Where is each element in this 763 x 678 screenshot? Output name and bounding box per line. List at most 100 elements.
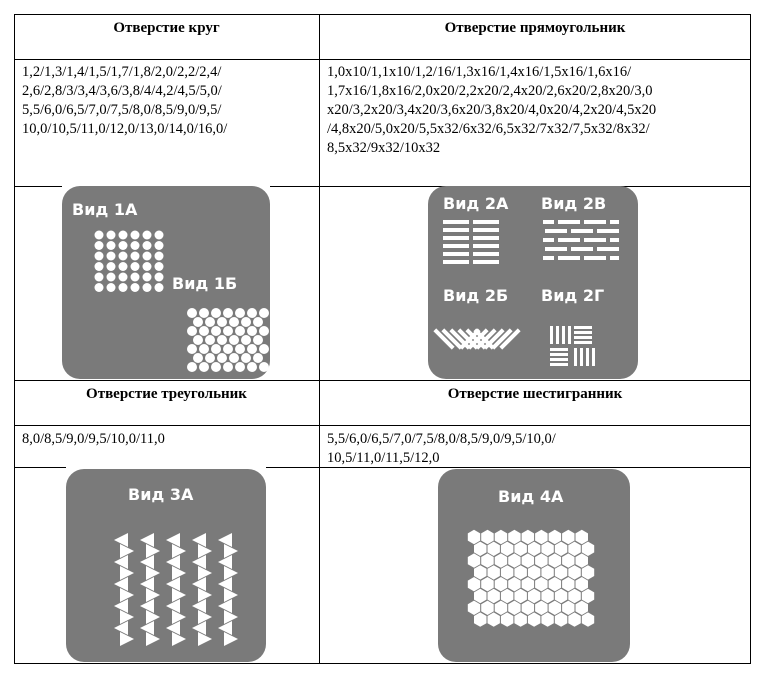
triangle-pattern-image: Вид 3А [66,469,266,662]
table-border-top [14,14,751,15]
circle-hole [211,326,221,336]
triangle-hole [114,533,128,547]
hexagon-hole [521,600,535,615]
triangle-hole [114,599,128,613]
slot-hole [550,348,568,351]
slot-hole [597,247,619,251]
slot-hole [473,236,499,240]
hexagon-hole [562,553,575,568]
circle-hole [187,308,197,318]
slot-hole [543,256,554,260]
perforation-table: Отверстие круг Отверстие прямоугольник 1… [14,14,751,664]
triangle-hole [218,555,232,569]
hexagon-hole [474,612,487,627]
triangle-hole [166,555,180,569]
triangle-hole [218,577,232,591]
hexagon-hole [467,577,481,592]
triangle-hole [198,566,212,580]
hexagon-hole [487,541,500,556]
slot-hole [473,260,499,264]
circle-hole [235,362,245,372]
circle-hole [199,344,209,354]
header-rectangle-hole: Отверстие прямоугольник [444,20,626,36]
slot-hole [556,326,559,344]
triangle-hole [166,533,180,547]
circle-hole [187,362,197,372]
view-2a-label: Вид 2А [443,194,509,213]
hexagon-hole [548,600,562,615]
circle-hole [211,308,221,318]
slot-hole [580,348,583,366]
triangle-hole [120,566,134,580]
circle-hole [223,326,233,336]
slot-hole [562,326,565,344]
hexagon-hole [481,577,494,592]
triangle-hole [140,555,154,569]
hexagon-hole [568,565,581,580]
triangle-hole [120,588,134,602]
slot-hole [543,238,554,242]
circle-hole [154,251,164,261]
circle-hole [229,353,239,363]
slot-hole [475,328,497,350]
circle-hole [130,283,140,292]
triangle-hole [114,555,128,569]
hexagon-hole [474,565,487,580]
slot-hole [443,244,469,248]
triangle-hole [166,599,180,613]
hexagon-holes-graphic [467,529,595,627]
slot-hole [473,220,499,224]
circle-hole [241,353,251,363]
slot-hole [545,247,567,251]
hexagon-hole [487,612,500,627]
circle-hole [142,283,152,292]
circle-hole [130,272,140,282]
hexagon-hole [554,565,568,580]
hexagon-hole [494,600,508,615]
hexagon-hole [481,553,494,568]
view-1a-label: Вид 1А [72,200,138,219]
triangle-hole [224,544,238,558]
hexagon-hole [527,565,541,580]
hexagon-hole [514,612,527,627]
slot-hole [467,328,489,350]
hexagon-hole [521,577,535,592]
circle-hole [247,326,257,336]
triangle-hole [192,599,206,613]
hexagon-hole [568,612,581,627]
circle-hole [205,353,215,363]
view-1b-label: Вид 1Б [172,274,238,293]
triangle-hole [146,566,160,580]
slot-hole [473,252,499,256]
circle-hole [253,335,263,345]
triangle-hole [146,588,160,602]
triangle-hole [192,555,206,569]
circle-hole [106,241,116,250]
circle-hole [118,283,128,292]
hexagon-hole [487,565,500,580]
circle-hole [94,262,104,271]
triangle-hole [140,533,154,547]
view-2g-label: Вид 2Г [541,286,605,305]
slot-hole [550,353,568,356]
circle-pattern-image: Вид 1А Вид 1Б [62,186,270,379]
hexagon-hole [481,529,494,545]
hexagon-sizes-text: 5,5/6,0/6,5/7,0/7,5/8,0/8,5/9,0/9,5/10,0… [327,431,556,466]
slot-hole [584,220,606,224]
hexagon-hole [548,577,562,592]
hexagon-hole [535,577,548,592]
slot-hole [550,363,568,366]
circle-hole [187,326,197,336]
triangle-hole [192,533,206,547]
slot-hole [491,328,513,350]
triangle-hole [224,588,238,602]
triangle-hole [218,621,232,635]
circle-hole [223,362,233,372]
hexagon-hole [467,600,481,615]
header-hexagon-hole: Отверстие шестигранник [447,386,623,402]
table-rule [14,425,751,426]
slot-hole [592,348,595,366]
hexagon-hole [581,588,595,604]
hexagon-hole [527,541,541,556]
hexagon-hole [581,541,595,556]
